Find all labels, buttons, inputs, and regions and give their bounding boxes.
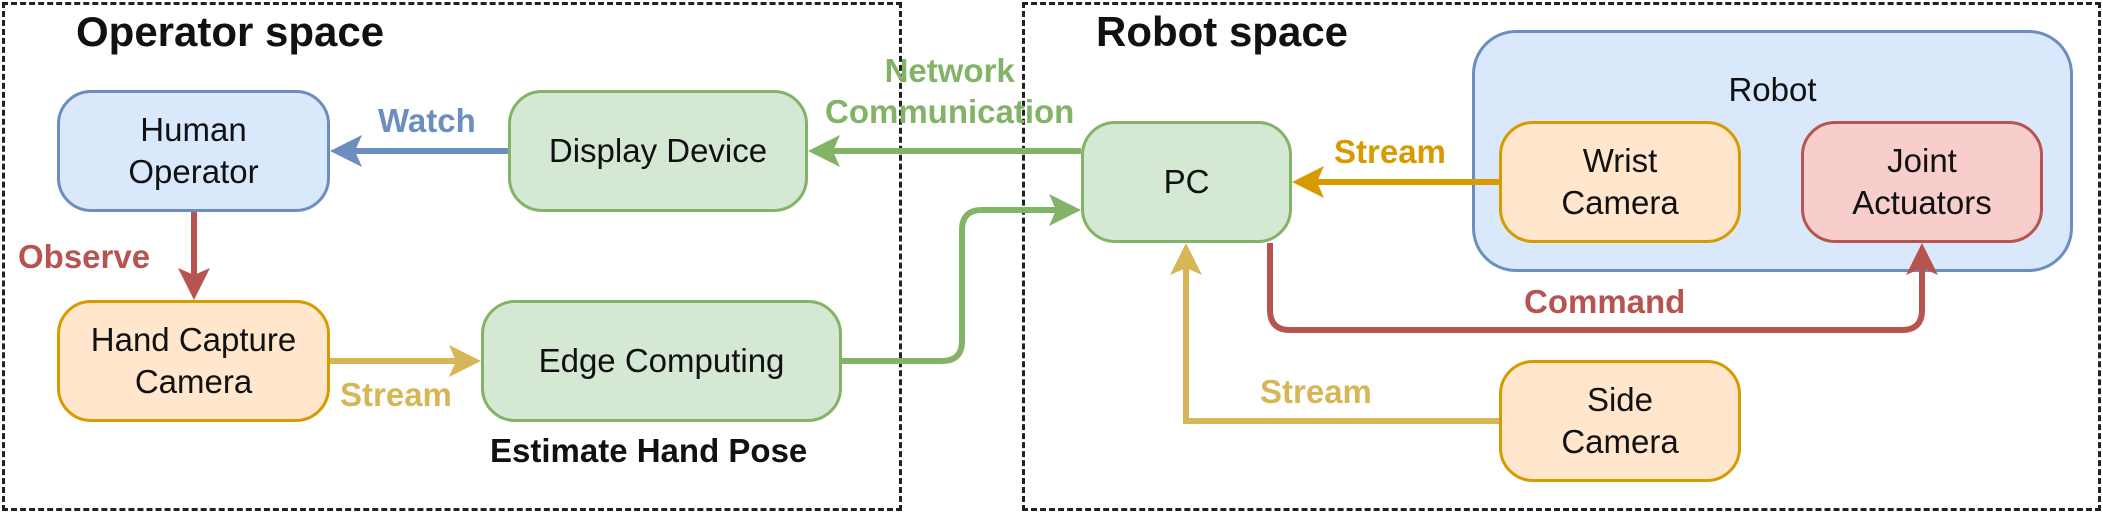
watch-arrowhead — [330, 135, 362, 167]
robot-space-title: Robot space — [1096, 8, 1349, 55]
stream-side-edge — [1170, 243, 1499, 424]
robot-space-boundary — [1022, 2, 2101, 511]
edge-computing-node: Edge Computing — [481, 300, 842, 422]
stream-hand-edge — [330, 345, 481, 377]
stream-side-arrowhead — [1170, 243, 1202, 275]
command-label: Command — [1524, 283, 1686, 320]
observe-edge — [178, 212, 210, 300]
network-communication-edge — [808, 135, 1081, 167]
edge-to-pc-arrowhead — [1049, 194, 1081, 226]
observe-arrowhead — [178, 268, 210, 300]
command-edge — [1267, 243, 1938, 333]
network-communication-arrowhead — [808, 135, 840, 167]
stream-wrist-edge — [1292, 166, 1499, 198]
stream-hand-arrowhead — [449, 345, 481, 377]
operator-space-title: Operator space — [76, 8, 385, 55]
operator-space-boundary — [2, 2, 902, 511]
network-communication-label: Network Communication — [825, 52, 1075, 130]
stream-side-label: Stream — [1260, 373, 1372, 410]
command-arrowhead — [1906, 243, 1938, 275]
joint-actuators-node: Joint Actuators — [1801, 121, 2043, 243]
wrist-camera-node: Wrist Camera — [1499, 121, 1741, 243]
estimate-hand-pose-label: Estimate Hand Pose — [490, 432, 808, 469]
stream-wrist-label: Stream — [1334, 133, 1446, 170]
stream-wrist-arrowhead — [1292, 166, 1324, 198]
watch-label: Watch — [378, 102, 476, 139]
pc-node: PC — [1081, 121, 1292, 243]
display-device-node: Display Device — [508, 90, 808, 212]
hand-capture-camera-node: Hand Capture Camera — [57, 300, 330, 422]
watch-edge — [330, 135, 508, 167]
robot-group-label: Robot — [1728, 71, 1817, 108]
observe-label: Observe — [18, 238, 151, 275]
stream-hand-label: Stream — [340, 376, 452, 413]
human-operator-node: Human Operator — [57, 90, 330, 212]
edge-to-pc-edge — [842, 194, 1081, 364]
side-camera-node: Side Camera — [1499, 360, 1741, 482]
